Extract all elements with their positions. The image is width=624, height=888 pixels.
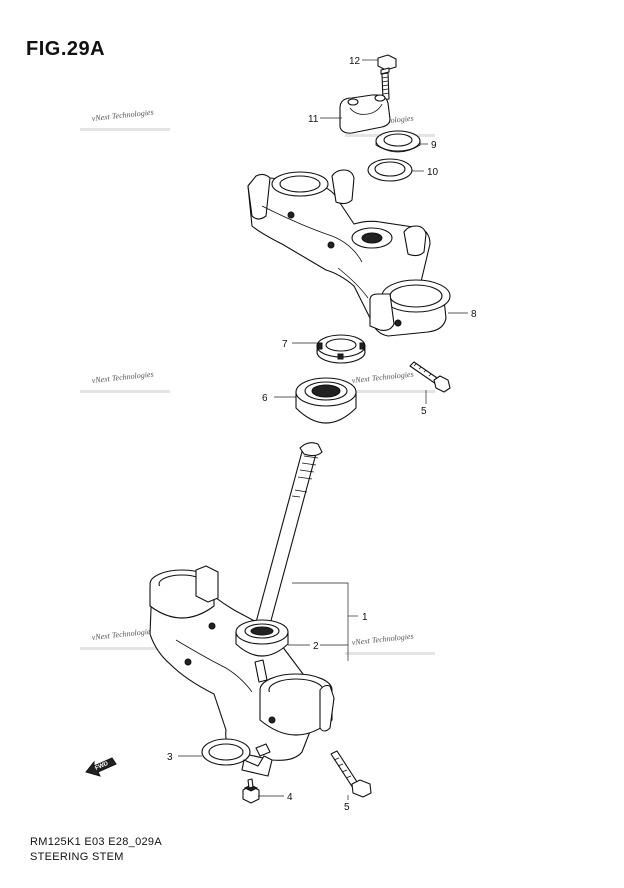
watermark-text: vNext Technologies: [91, 627, 154, 642]
diagram-name: STEERING STEM: [30, 851, 124, 863]
callout-9[interactable]: 9: [431, 140, 437, 151]
part-3-cable-guide[interactable]: [201, 738, 273, 777]
watermark-text: vNext Technologies: [91, 370, 154, 385]
callout-7[interactable]: 7: [282, 339, 288, 350]
callout-3[interactable]: 3: [167, 752, 173, 763]
part-4-bolt[interactable]: [242, 778, 260, 804]
part-7-steering-nut[interactable]: [316, 334, 366, 364]
fwd-arrow-icon: FWD: [85, 757, 117, 777]
callout-5-lower[interactable]: 5: [344, 802, 350, 813]
diagram-code: RM125K1 E03 E28_029A: [30, 836, 162, 848]
watermark-text: vNext Technologies: [351, 632, 414, 647]
callout-11[interactable]: 11: [308, 114, 319, 125]
callout-6[interactable]: 6: [262, 393, 268, 404]
part-12-bolt[interactable]: [377, 54, 397, 101]
part-11-handlebar-clamp[interactable]: [339, 94, 391, 134]
callout-10[interactable]: 10: [427, 167, 439, 178]
leader-lines: [178, 59, 468, 800]
part-8-upper-bracket[interactable]: [247, 169, 451, 337]
callout-1[interactable]: 1: [362, 612, 368, 623]
part-1-steering-stem[interactable]: [149, 442, 335, 761]
part-2-lower-bearing[interactable]: [235, 619, 289, 657]
watermark-text: vNext Technologies: [91, 108, 154, 123]
callout-5-upper[interactable]: 5: [421, 406, 427, 417]
watermark-text: vNext Technologies: [351, 370, 414, 385]
part-5-bolt-upper[interactable]: [409, 361, 451, 393]
part-10-washer[interactable]: [367, 158, 413, 182]
callout-labels: 12 11 9 10 8 7 6 5 1 2 3 4 5: [167, 56, 477, 813]
fwd-label: FWD: [94, 761, 110, 772]
callout-12[interactable]: 12: [349, 56, 361, 67]
callout-4[interactable]: 4: [287, 792, 293, 803]
part-6-bearing[interactable]: [295, 377, 357, 424]
part-9-seal[interactable]: [375, 130, 421, 153]
part-5-bolt-lower[interactable]: [330, 750, 372, 798]
callout-8[interactable]: 8: [471, 309, 477, 320]
callout-2[interactable]: 2: [313, 641, 319, 652]
figure-title: FIG.29A: [26, 38, 106, 60]
